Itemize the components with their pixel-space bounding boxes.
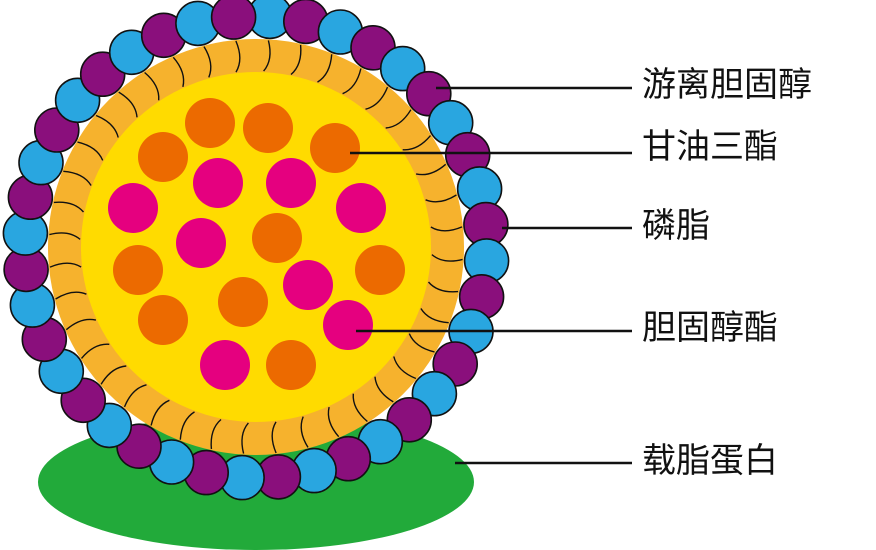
phospholipid-tail xyxy=(210,418,222,450)
triglyceride-molecule xyxy=(266,340,316,390)
phospholipid-tail xyxy=(172,56,185,88)
triglyceride-molecule xyxy=(218,277,268,327)
triglyceride-molecule xyxy=(355,245,405,295)
phospholipid-tail xyxy=(327,406,340,438)
triglyceride-molecule xyxy=(252,213,302,263)
triglyceride-molecule xyxy=(138,132,188,182)
phospholipid-tail xyxy=(49,232,81,240)
label-phospholipid: 磷脂 xyxy=(642,206,710,246)
phospholipid-tail xyxy=(290,44,302,76)
phospholipid-tail xyxy=(55,291,87,300)
core-molecules xyxy=(108,98,405,390)
triglyceride-molecule xyxy=(113,245,163,295)
phospholipid-tail xyxy=(300,416,309,448)
phospholipid-tail xyxy=(425,194,457,203)
cholesteryl-ester-molecule xyxy=(266,158,316,208)
triglyceride-molecule xyxy=(185,98,235,148)
phospholipid-tail xyxy=(431,254,463,262)
cholesteryl-ester-molecule xyxy=(323,300,373,350)
phospholipid-tail xyxy=(317,54,333,83)
cholesteryl-ester-molecule xyxy=(176,218,226,268)
phospholipid-tail xyxy=(393,356,417,380)
free-cholesterol-molecule xyxy=(210,0,257,40)
triglyceride-molecule xyxy=(310,123,360,173)
phospholipid-tail xyxy=(179,411,195,440)
label-cholesteryl-ester: 胆固醇酯 xyxy=(642,308,778,348)
phospholipid-tail xyxy=(100,365,127,385)
phospholipid-tail xyxy=(241,422,249,454)
phospholipid-tail xyxy=(271,421,277,454)
phospholipid-tail xyxy=(150,399,170,426)
phospholipid-tails xyxy=(49,40,463,454)
phospholipid-tail xyxy=(263,40,271,72)
phospholipid-tail xyxy=(118,91,138,118)
phospholipid-tail xyxy=(385,109,412,129)
label-apolipoprotein: 载脂蛋白 xyxy=(642,441,778,481)
phospholipid-tail xyxy=(352,393,368,423)
triglyceride-molecule xyxy=(243,103,293,153)
phospholipid-tail xyxy=(77,141,104,161)
leader-lines xyxy=(350,86,632,465)
phospholipid-tail xyxy=(53,201,85,213)
phospholipid-tail xyxy=(49,262,82,268)
cholesteryl-ester-molecule xyxy=(283,260,333,310)
triglyceride-molecule xyxy=(138,295,188,345)
phospholipid-tail xyxy=(415,163,447,176)
phospholipid-tail xyxy=(342,68,362,95)
phospholipid-tail xyxy=(63,170,92,186)
phospholipid-tail xyxy=(235,40,241,73)
phospholipid-tail xyxy=(80,343,110,359)
phospholipid-tail xyxy=(420,308,449,324)
phospholipid-tail xyxy=(408,333,435,353)
label-free-cholesterol: 游离胆固醇 xyxy=(642,65,812,105)
phospholipid-tail xyxy=(144,71,160,101)
cholesteryl-ester-molecule xyxy=(108,183,158,233)
phospholipid-tail xyxy=(427,281,459,293)
phospholipid-tail xyxy=(123,384,147,408)
phospholipid-tail xyxy=(365,86,389,110)
phospholipid-tail xyxy=(65,318,97,331)
surface-molecules xyxy=(2,0,510,501)
phospholipid-tail xyxy=(203,46,212,78)
cholesteryl-ester-molecule xyxy=(336,183,386,233)
phospholipid-tail xyxy=(95,114,119,138)
phospholipid-tail xyxy=(374,376,394,403)
cholesteryl-ester-molecule xyxy=(193,158,243,208)
phospholipid-tail xyxy=(430,226,463,232)
cholesteryl-ester-molecule xyxy=(200,340,250,390)
label-triglyceride: 甘油三酯 xyxy=(642,127,778,167)
phospholipid-tail xyxy=(402,135,432,151)
